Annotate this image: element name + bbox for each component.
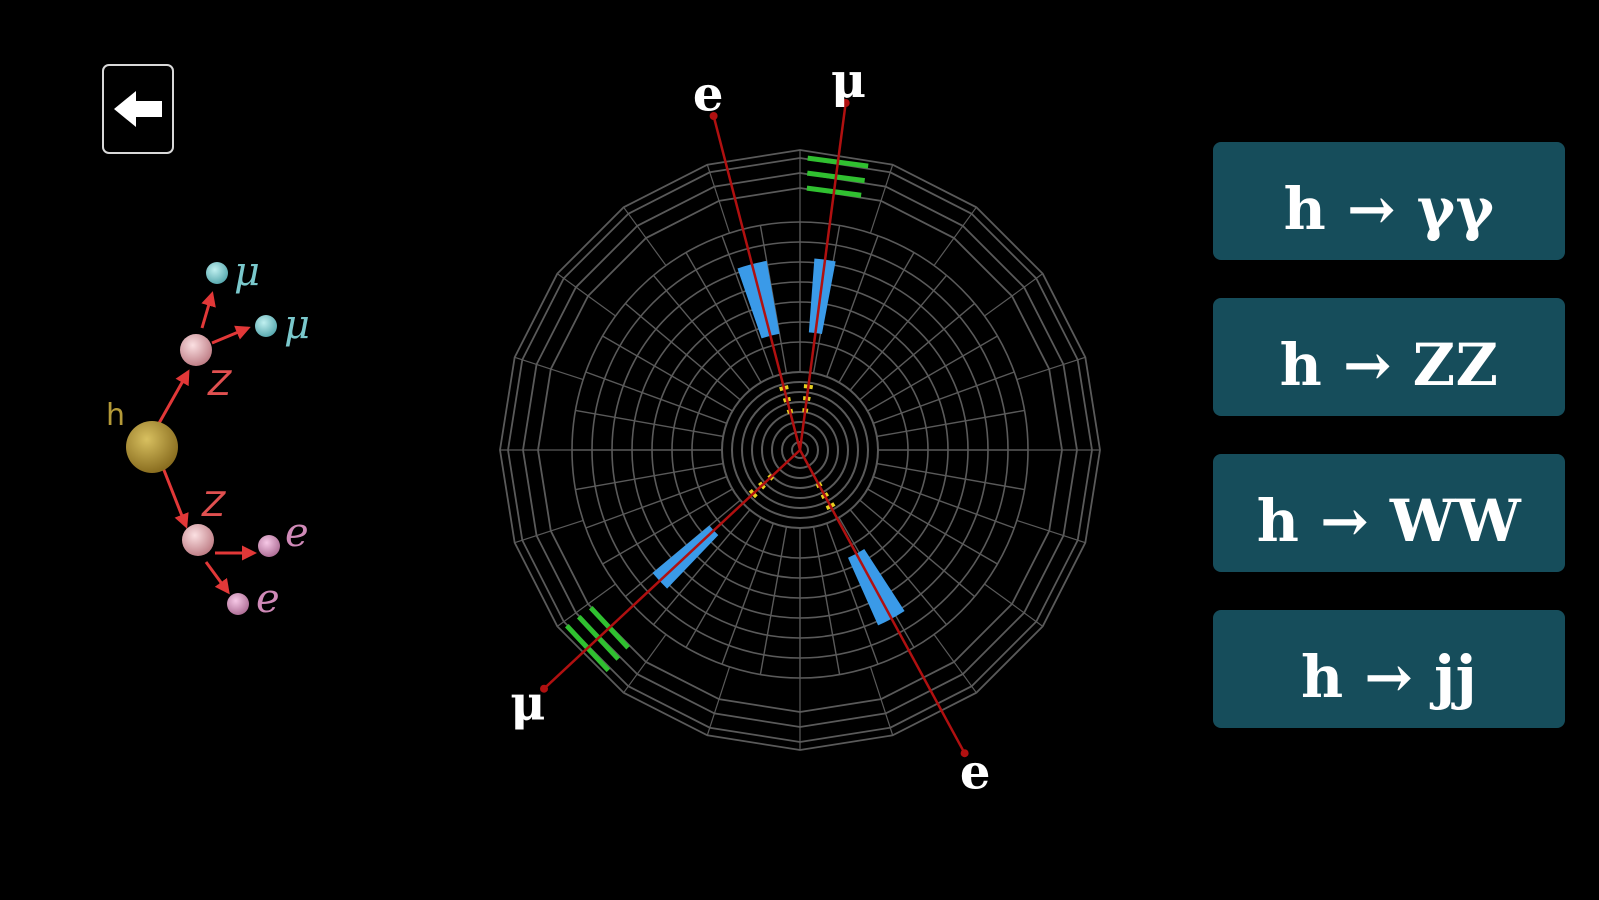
muon-system-spoke (556, 273, 616, 317)
calorimeter-spoke (759, 526, 788, 675)
muon-system-spoke (514, 356, 584, 381)
muon-particle-1 (206, 262, 228, 284)
calorimeter-spoke (685, 252, 762, 383)
calorimeter-spoke (849, 509, 948, 626)
muon-system-spoke (706, 164, 731, 234)
muon-system-spoke (514, 519, 584, 544)
electron-label: e (693, 67, 724, 123)
track-endpoint (841, 98, 850, 107)
muon-system-spoke (869, 666, 894, 736)
track-endpoint (709, 111, 718, 120)
track-endpoint (960, 749, 969, 758)
muon-system-spoke (556, 583, 616, 627)
calorimeter-spoke (876, 462, 1025, 491)
muon-label-2: μ (284, 302, 310, 348)
muon-system-spoke (933, 206, 977, 266)
muon-label-1: μ (234, 249, 260, 295)
calorimeter-deposit (808, 258, 836, 335)
calorimeter-spoke (585, 371, 727, 424)
calorimeter-spoke (859, 302, 976, 401)
calorimeter-spoke (876, 409, 1025, 438)
calorimeter-spoke (873, 476, 1015, 529)
particle-labels: e μ μ e (510, 53, 990, 800)
calorimeter-spoke (652, 274, 751, 391)
z-boson-lower (182, 524, 214, 556)
detector-event-display: e μ μ e (499, 53, 1101, 801)
muon-system-spoke (623, 634, 667, 694)
decay-button-zz[interactable]: h → ZZ (1213, 298, 1565, 416)
z-label-upper: Z (207, 364, 232, 404)
muon-label: μ (510, 676, 545, 732)
decay-button-gamma-gamma[interactable]: h → γγ (1213, 142, 1565, 260)
feynman-diagram: h Z Z μ μ e e (106, 249, 310, 622)
detector-grid (499, 149, 1101, 751)
calorimeter-spoke (721, 235, 774, 377)
calorimeter-spoke (721, 523, 774, 665)
calorimeter-spoke (867, 335, 998, 412)
muon-track (543, 449, 801, 690)
muon-system-spoke (1016, 356, 1086, 381)
higgs-particle (126, 421, 178, 473)
calorimeter-spoke (575, 409, 724, 438)
electron-particle-2 (227, 593, 249, 615)
calorimeter-deposit (737, 260, 780, 339)
decay-button-jj[interactable]: h → jj (1213, 610, 1565, 728)
calorimeter-spoke (685, 517, 762, 648)
higgs-label: h (106, 398, 125, 433)
tracker-ring (751, 401, 849, 499)
muon-system-spoke (984, 273, 1044, 317)
calorimeter-spoke (652, 509, 751, 626)
calorimeter-spoke (826, 235, 879, 377)
calorimeter-spoke (602, 335, 733, 412)
calorimeter-spoke (826, 523, 879, 665)
calorimeter-spoke (838, 252, 915, 383)
muon-system-spoke (984, 583, 1044, 627)
tracker-ring (761, 411, 839, 489)
calorimeter-spoke (859, 499, 976, 598)
particle-tracks (540, 98, 969, 758)
calorimeter-spoke (873, 371, 1015, 424)
tracker-ring (731, 381, 869, 519)
track-endpoint (540, 684, 549, 693)
muon-particle-2 (255, 315, 277, 337)
electron-label-2: e (256, 576, 280, 622)
back-button[interactable] (102, 64, 174, 154)
muon-system-spoke (623, 206, 667, 266)
tracker-ring (741, 391, 859, 509)
calorimeter-spoke (867, 488, 998, 565)
muon-system-spoke (1016, 519, 1086, 544)
calorimeter-spoke (602, 488, 733, 565)
z-boson-upper (180, 334, 212, 366)
tracker-ring (781, 431, 819, 469)
electron-label: e (960, 745, 991, 801)
calorimeter-spoke (624, 302, 741, 401)
detector-hits (564, 155, 905, 673)
decay-button-ww[interactable]: h → WW (1213, 454, 1565, 572)
calorimeter-spoke (812, 526, 841, 675)
electron-particle-1 (258, 535, 280, 557)
electron-track (798, 449, 966, 754)
muon-system-spoke (706, 666, 731, 736)
calorimeter-spoke (849, 274, 948, 391)
muon-track (798, 102, 847, 451)
electron-track (712, 115, 802, 451)
calorimeter-deposit (847, 548, 905, 626)
muon-system-spoke (869, 164, 894, 234)
tracker-ring (771, 421, 829, 479)
muon-label: μ (831, 53, 866, 109)
calorimeter-spoke (585, 476, 727, 529)
electron-label-1: e (285, 510, 309, 556)
z-label-lower: Z (201, 485, 226, 525)
muon-system-spoke (933, 634, 977, 694)
arrow-left-icon (114, 91, 162, 127)
calorimeter-spoke (575, 462, 724, 491)
